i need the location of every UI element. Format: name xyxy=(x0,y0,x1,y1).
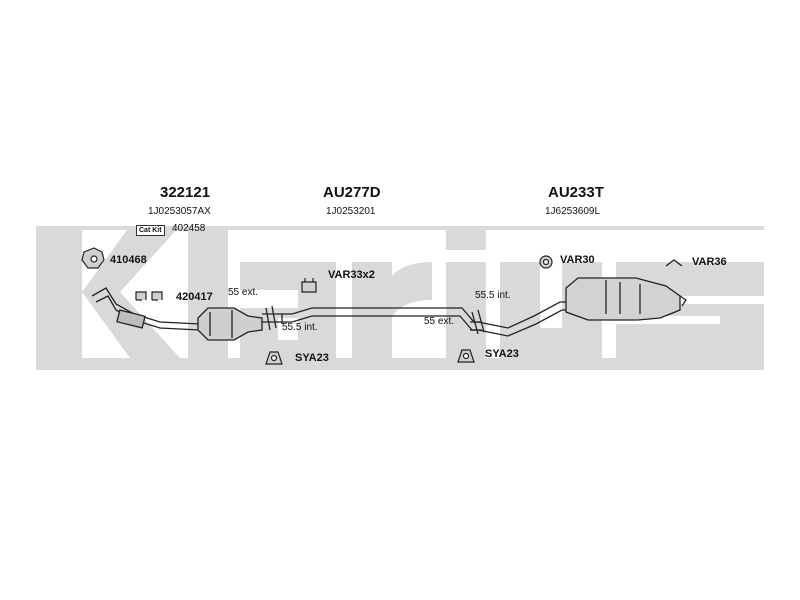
part-label-sya23-left: SYA23 xyxy=(295,352,329,364)
part-label-420417: 420417 xyxy=(176,291,213,303)
section-ref-3: 1J6253609L xyxy=(545,206,601,217)
catalytic-converter xyxy=(197,307,263,341)
clamp-icon-sya23-right xyxy=(457,349,475,363)
joint-label-front-int: 55.5 int. xyxy=(282,322,318,333)
part-label-var36: VAR36 xyxy=(692,256,727,268)
joint-label-front-ext: 55 ext. xyxy=(228,287,259,298)
section-code-3: AU233T xyxy=(548,184,604,201)
joint-label-rear-ext: 55 ext. xyxy=(424,316,455,327)
gasket-icon-420417 xyxy=(135,291,163,301)
part-label-var30: VAR30 xyxy=(560,254,595,266)
hanger-icon-var30 xyxy=(539,255,553,269)
section-ref-2: 1J0253201 xyxy=(326,206,376,217)
rear-section xyxy=(470,277,687,337)
hanger-icon-var36 xyxy=(665,259,683,267)
clamp-icon-sya23-left xyxy=(265,351,283,365)
section-ref-1: 1J0253057AX xyxy=(148,206,211,217)
section-code-2: AU277D xyxy=(323,184,381,201)
part-label-410468: 410468 xyxy=(110,254,147,266)
cat-kit-code: 402458 xyxy=(172,223,206,234)
front-pipe xyxy=(91,287,201,331)
part-label-sya23-right: SYA23 xyxy=(485,348,519,360)
cat-kit-badge: Cat Kit xyxy=(136,225,165,236)
joint-label-rear-int: 55.5 int. xyxy=(475,290,511,301)
part-label-var33: VAR33x2 xyxy=(328,269,375,281)
hanger-icon-var33 xyxy=(301,278,317,293)
section-code-1: 322121 xyxy=(160,184,211,201)
gasket-icon-410468 xyxy=(81,247,105,269)
